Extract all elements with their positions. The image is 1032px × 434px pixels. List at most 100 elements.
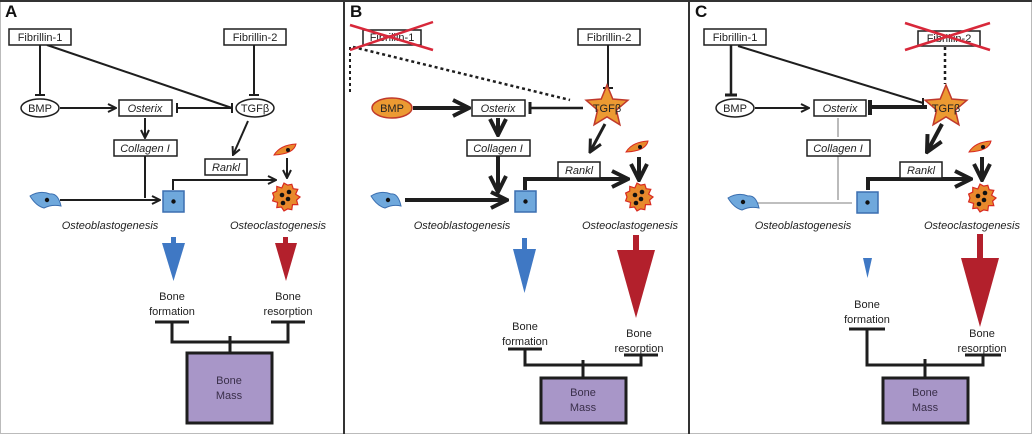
edge-tgfb-rankl — [590, 123, 607, 152]
preosteoblast-cell-icon — [727, 193, 760, 211]
svg-text:BMP: BMP — [380, 103, 404, 115]
osteoclast-nucleus — [982, 190, 988, 196]
label-bone-formation-2: formation — [502, 336, 548, 348]
label-osteoclastogenesis: Osteoclastogenesis — [230, 220, 326, 232]
svg-text:Mass: Mass — [912, 402, 939, 414]
svg-text:TGFβ: TGFβ — [241, 103, 269, 115]
svg-text:TGFβ: TGFβ — [593, 103, 621, 115]
svg-text:Mass: Mass — [216, 390, 243, 402]
osteoclast-nucleus — [632, 192, 638, 198]
node-fibrillin-2-knocked-out: Fibrillin-2 — [904, 21, 991, 52]
osteoclast-nucleus — [976, 201, 982, 207]
node-fibrillin-1-knocked-out: Fibrillin-1 — [349, 20, 434, 52]
edge-ob-oc — [172, 180, 276, 190]
svg-text:Osterix: Osterix — [481, 103, 516, 115]
bone-resorption-arrow-increased — [961, 234, 999, 327]
node-rankl: Rankl — [204, 158, 248, 176]
label-bone-formation: Bone — [159, 291, 185, 303]
svg-text:BMP: BMP — [723, 103, 747, 115]
label-bone-resorption: Bone — [275, 291, 301, 303]
node-rankl: Rankl — [557, 161, 601, 179]
knockout-cross-icon — [349, 23, 434, 52]
edge-ob-oc — [866, 179, 971, 190]
node-bmp-activated: BMP — [371, 97, 413, 119]
balance-connector — [155, 320, 305, 353]
osteoclast-nucleus — [638, 196, 644, 202]
panel-b: B Fibrillin-1 Fibrillin-2 — [349, 2, 678, 425]
svg-text:Collagen I: Collagen I — [813, 143, 863, 155]
svg-text:Bone: Bone — [912, 387, 938, 399]
osteoblast-cell-icon — [856, 191, 879, 214]
svg-text:Fibrillin-2: Fibrillin-2 — [233, 32, 278, 44]
preosteoblast-cell-icon — [29, 191, 62, 209]
svg-text:Bone: Bone — [570, 387, 596, 399]
osteoclast-body — [624, 182, 654, 212]
label-bone-resorption-2: resorption — [615, 343, 664, 355]
osteoclast-body — [271, 182, 301, 212]
osteoclast-cell-icon — [271, 182, 301, 212]
osteoclast-body — [967, 183, 997, 213]
label-bone-resorption-2: resorption — [958, 343, 1007, 355]
node-collagen-i: Collagen I — [466, 139, 531, 157]
bone-formation-arrow-decreased — [863, 258, 872, 278]
osteoblast-cell-icon — [162, 190, 185, 213]
node-fibrillin-1: Fibrillin-1 — [8, 28, 72, 46]
osteoclast-cell-icon — [624, 182, 654, 212]
edge-fibrillin1-tgfb-lost — [352, 45, 571, 102]
svg-text:Bone: Bone — [216, 375, 242, 387]
svg-text:Osterix: Osterix — [128, 103, 163, 115]
node-rankl: Rankl — [899, 161, 943, 179]
bone-mass-box: Bone Mass — [185, 351, 274, 425]
edge-ob-oc — [523, 179, 628, 190]
node-bmp: BMP — [20, 98, 60, 118]
label-osteoclastogenesis: Osteoclastogenesis — [924, 220, 1020, 232]
svg-text:Fibrillin-2: Fibrillin-2 — [927, 33, 972, 45]
node-fibrillin-1: Fibrillin-1 — [703, 28, 767, 46]
balance-connector — [508, 347, 658, 377]
bone-mass-box: Bone Mass — [539, 376, 628, 425]
svg-text:Fibrillin-2: Fibrillin-2 — [587, 32, 632, 44]
node-tgfb-activated: TGFβ — [584, 83, 630, 127]
edge-tgfb-rankl — [927, 123, 944, 152]
osteoclast-nucleus — [633, 200, 639, 206]
node-fibrillin-2: Fibrillin-2 — [223, 28, 287, 46]
node-bmp: BMP — [715, 98, 755, 118]
node-fibrillin-2: Fibrillin-2 — [577, 28, 641, 46]
edges — [349, 45, 639, 200]
label-bone-resorption: Bone — [969, 328, 995, 340]
label-osteoclastogenesis: Osteoclastogenesis — [582, 220, 678, 232]
svg-text:Fibrillin-1: Fibrillin-1 — [18, 32, 63, 44]
node-osterix: Osterix — [118, 99, 173, 117]
label-osteoblastogenesis: Osteoblastogenesis — [62, 220, 159, 232]
osteoclast-nucleus — [639, 189, 645, 195]
label-osteoblastogenesis: Osteoblastogenesis — [414, 220, 511, 232]
preosteoclast-cell-icon — [968, 140, 992, 153]
svg-text:Rankl: Rankl — [212, 162, 241, 174]
svg-text:Fibrillin-1: Fibrillin-1 — [713, 32, 758, 44]
node-collagen-i: Collagen I — [806, 139, 871, 157]
label-bone-formation-2: formation — [149, 306, 195, 318]
bone-resorption-arrow — [275, 237, 297, 281]
svg-text:Rankl: Rankl — [907, 165, 936, 177]
osteoclast-nucleus — [286, 189, 292, 195]
osteoclast-nucleus — [975, 193, 981, 199]
osteoblast-cell-icon — [514, 190, 537, 213]
node-tgfb-activated: TGFβ — [923, 83, 969, 127]
svg-text:Collagen I: Collagen I — [120, 143, 170, 155]
node-osterix: Osterix — [471, 99, 526, 117]
edge-tgfb-rankl — [233, 120, 249, 155]
panel-a: A Fibrillin-1 Fibrillin-2 — [5, 2, 326, 425]
svg-text:Mass: Mass — [570, 402, 597, 414]
edges — [725, 45, 982, 204]
panel-label: C — [695, 2, 707, 21]
edge-fibrillin1-tgfb — [46, 44, 233, 109]
label-bone-formation: Bone — [854, 299, 880, 311]
osteoclast-nucleus — [279, 192, 285, 198]
preosteoblast-cell-icon — [370, 191, 402, 209]
preosteoclast-cell-icon — [273, 143, 297, 156]
osteoclast-nucleus — [280, 200, 286, 206]
label-bone-formation-2: formation — [844, 314, 890, 326]
node-tgfb: TGFβ — [235, 98, 275, 118]
svg-text:Rankl: Rankl — [565, 165, 594, 177]
